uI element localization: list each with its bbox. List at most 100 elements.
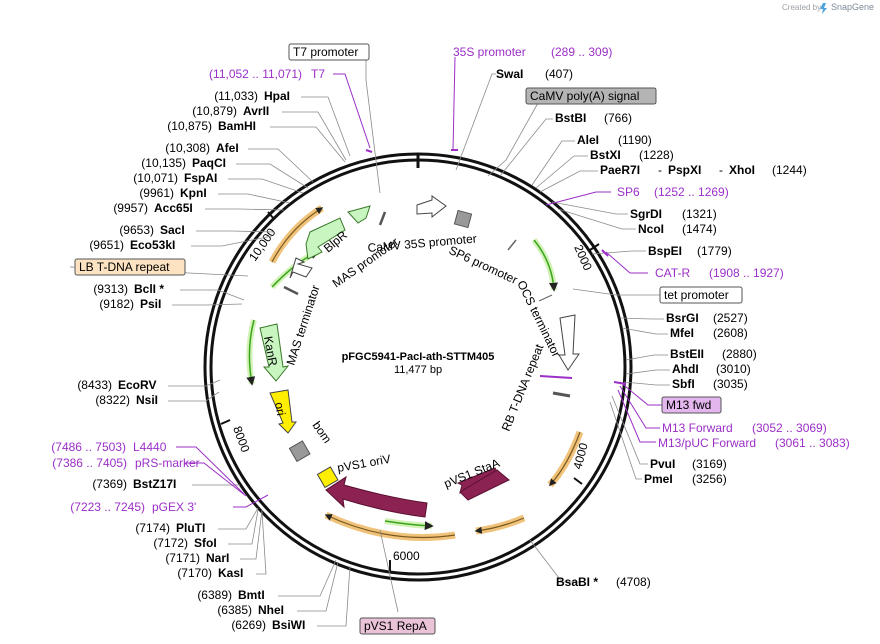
tick-label: 2000 [571,243,595,273]
svg-text:(9957): (9957) [113,201,148,215]
svg-text:KpnI: KpnI [180,186,207,200]
enzyme-label: SwaI(407) [496,67,573,81]
svg-text:NcoI: NcoI [638,222,664,236]
svg-text:(7171): (7171) [165,551,200,565]
enzyme-label: (7171) NarI [165,551,229,565]
svg-text:BsaBI *: BsaBI * [556,575,598,589]
svg-text:Acc65I: Acc65I [154,201,193,215]
svg-text:M13/pUC Forward: M13/pUC Forward [658,436,756,450]
green-arrow-feature [384,518,434,531]
svg-text:-: - [658,163,662,177]
plasmid-length: 11,477 bp [394,364,442,376]
tick-label: 6000 [393,549,420,563]
svg-text:(10,875): (10,875) [167,119,212,133]
sp6-promoter-mark [507,239,517,251]
svg-text:EcoRV: EcoRV [118,378,156,392]
svg-text:M13 fwd: M13 fwd [666,398,711,412]
primer-label-m13-forward: M13 Forward (3052 .. 3069) [662,421,827,435]
orange-arrow-feature [268,205,324,264]
green-arrow-feature [246,319,257,386]
tick-6000: 6000 [389,549,420,571]
svg-text:BamHI: BamHI [218,119,256,133]
svg-text:(1908 .. 1927): (1908 .. 1927) [709,266,784,280]
tick-label: 8000 [230,424,252,454]
mas-terminator-mark [283,285,299,296]
enzyme-label: (9651)Eco53kI [89,238,175,252]
orange-arrow-feature [474,514,526,535]
enzyme-label: SbfI(3035) [672,377,748,391]
svg-text:(2608): (2608) [713,326,748,340]
svg-text:SwaI: SwaI [496,67,523,81]
kanr-label: KanR [261,335,280,367]
bom-feature-mark [316,466,339,489]
svg-text:SP6: SP6 [617,185,640,199]
enzyme-label: PaeR7I - PspXI - XhoI (1244) [600,163,807,177]
enzyme-label: (8322)NsiI [95,393,158,407]
svg-text:(7174): (7174) [135,521,170,535]
svg-text:(7223 .. 7245): (7223 .. 7245) [70,500,145,514]
svg-text:(7386 .. 7405): (7386 .. 7405) [52,456,127,470]
enzyme-label: (8433)EcoRV [77,378,156,392]
primer-label-35s: 35S promoter(289 .. 309) [453,45,612,59]
enzyme-label: (9957) Acc65I [113,201,192,215]
m13-fwd-box: M13 fwd [661,396,722,414]
enzyme-label: AleI(1190) [577,133,652,147]
rb-t-dna-repeat-label: RB T-DNA repeat [499,342,547,434]
svg-text:BstXI: BstXI [590,148,621,162]
svg-text:(1244): (1244) [772,163,807,177]
svg-text:BsrGI: BsrGI [666,311,699,325]
tet-promoter-box: tet promoter [659,286,743,304]
svg-text:AvrII: AvrII [243,104,269,118]
svg-text:SgrDI: SgrDI [630,207,662,221]
svg-text:PmeI: PmeI [644,472,673,486]
svg-text:Eco53kI: Eco53kI [130,238,175,252]
svg-text:CAT-R: CAT-R [655,266,690,280]
camv-polya-signal-mark [453,209,473,229]
svg-text:BstZ17I: BstZ17I [133,477,176,491]
ori-arrow [269,389,297,434]
kanr-arrow [259,323,290,382]
svg-text:AleI: AleI [577,133,599,147]
svg-text:(6389): (6389) [197,588,232,602]
svg-text:NarI: NarI [206,551,229,565]
enzyme-label: (10,071)FspAI [133,171,217,185]
snapgene-brand: SnapGene [831,2,874,12]
primer-label-cat-r: CAT-R (1908 .. 1927) [655,266,784,280]
enzyme-label: PvuI(3169) [650,457,727,471]
enzyme-label: BspEI(1779) [648,244,732,258]
svg-text:KasI: KasI [218,566,243,580]
camv-polya-leader [487,102,539,177]
blpr-arrow [305,217,346,260]
lb-repeat-leader [69,266,249,277]
svg-text:BclI *: BclI * [134,282,164,296]
svg-text:MfeI: MfeI [670,326,694,340]
snapgene-logo-icon [820,3,827,14]
pvs1-repa-leader [379,529,399,613]
enzyme-label: PmeI(3256) [644,472,727,486]
svg-text:(7369): (7369) [92,477,127,491]
enzyme-label: (6385)NheI [217,603,284,617]
svg-text:(9961): (9961) [139,186,174,200]
svg-text:BmtI: BmtI [238,588,265,602]
svg-text:(2527): (2527) [713,311,748,325]
svg-text:BstEII: BstEII [670,347,704,361]
svg-text:M13 Forward: M13 Forward [662,421,733,435]
svg-text:pVS1 RepA: pVS1 RepA [364,619,427,633]
mas-promoter-arrow [347,205,371,224]
svg-text:(3169): (3169) [692,457,727,471]
svg-text:(6269): (6269) [231,618,266,632]
enzyme-label: (7170)KasI [177,566,243,580]
primer-label-sp6: SP6(1252 .. 1269) [617,185,729,199]
svg-text:(4708): (4708) [616,575,651,589]
svg-text:SfoI: SfoI [194,536,217,550]
svg-text:(11,033): (11,033) [214,89,258,103]
svg-text:BstBI: BstBI [555,111,586,125]
svg-text:LB T-DNA repeat: LB T-DNA repeat [79,260,170,274]
svg-text:tet promoter: tet promoter [664,288,729,302]
svg-text:(8322): (8322) [95,393,130,407]
right-leaders [455,73,670,583]
svg-text:pRS-marker: pRS-marker [135,456,200,470]
pvs1-repa-box: pVS1 RepA [359,617,436,635]
mas-terminator-label: MAS terminator [284,283,323,367]
svg-text:(3052 .. 3069): (3052 .. 3069) [752,421,827,435]
